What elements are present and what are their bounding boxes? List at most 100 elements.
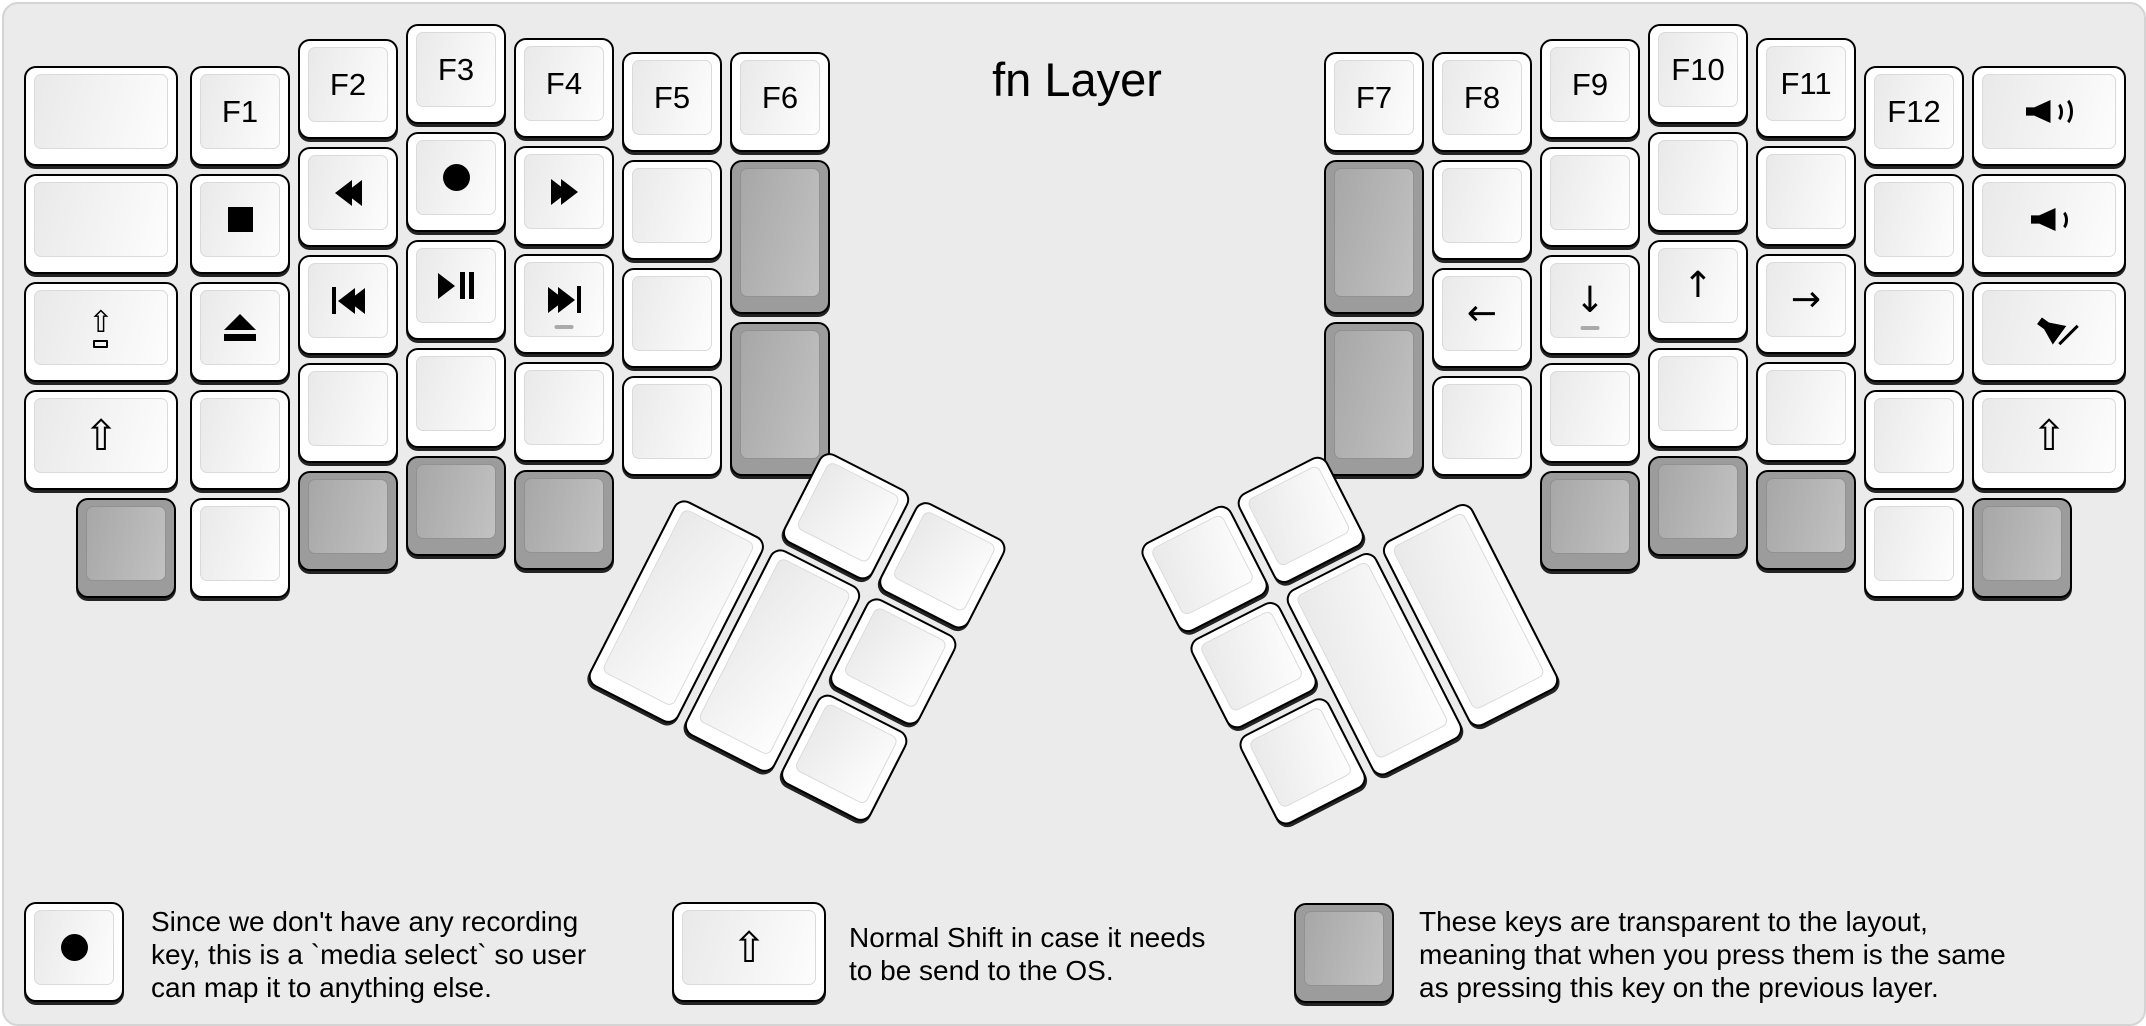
key-arrow-up[interactable]: ↑	[1648, 240, 1748, 340]
key-record[interactable]	[406, 132, 506, 232]
key-blank[interactable]	[1756, 470, 1856, 570]
key-blank[interactable]	[1864, 390, 1964, 490]
key-blank[interactable]	[24, 174, 178, 274]
key-blank[interactable]	[730, 322, 830, 476]
record-icon	[60, 934, 88, 961]
key-F7[interactable]: F7	[1324, 52, 1424, 152]
homing-bar	[1580, 326, 1600, 330]
key-blank[interactable]	[1648, 456, 1748, 556]
key-blank[interactable]	[514, 470, 614, 570]
key-blank[interactable]	[1756, 362, 1856, 462]
stop-icon	[227, 207, 253, 232]
key-blank[interactable]	[406, 456, 506, 556]
key-F8[interactable]: F8	[1432, 52, 1532, 152]
shift-icon: ⇧	[83, 410, 119, 460]
key-blank[interactable]	[1540, 471, 1640, 571]
key-blank[interactable]	[1432, 376, 1532, 476]
key-F3[interactable]: F3	[406, 24, 506, 124]
key-label: F1	[221, 93, 259, 129]
shift-icon: ⇧	[731, 922, 767, 972]
key-blank[interactable]	[1864, 174, 1964, 274]
key-F12[interactable]: F12	[1864, 66, 1964, 166]
vol-up-icon	[2025, 96, 2073, 127]
key-shift[interactable]: ⇧	[1972, 390, 2126, 490]
key-arrow-right[interactable]: →	[1756, 254, 1856, 354]
key-label: F11	[1780, 65, 1832, 101]
caps-lock-icon: ⇧	[88, 307, 114, 348]
arrow-up-icon: ↑	[1682, 264, 1714, 306]
arrow-down-icon: ↓	[1574, 279, 1606, 321]
key-blank[interactable]	[1864, 282, 1964, 382]
key-blank[interactable]	[1864, 498, 1964, 598]
key-label: F5	[653, 79, 691, 115]
key-label: F7	[1355, 79, 1393, 115]
fast-forward-icon	[550, 178, 578, 205]
key-arrow-down[interactable]: ↓	[1540, 255, 1640, 355]
key-vol-up[interactable]	[1972, 66, 2126, 166]
key-blank[interactable]	[406, 348, 506, 448]
key-mute[interactable]	[1972, 282, 2126, 382]
prev-track-icon	[331, 287, 365, 314]
key-blank[interactable]	[1756, 146, 1856, 246]
legend-text-normal-shift: Normal Shift in case it needs to be send…	[849, 922, 1206, 986]
key-F5[interactable]: F5	[622, 52, 722, 152]
legend-sample-key-record	[24, 902, 124, 1002]
key-blank[interactable]	[190, 390, 290, 490]
key-blank[interactable]	[1324, 160, 1424, 314]
legend-sample-key-shift: ⇧	[672, 902, 826, 1002]
key-play-pause[interactable]	[406, 240, 506, 340]
key-label: F6	[761, 79, 799, 115]
key-stop[interactable]	[190, 174, 290, 274]
play-pause-icon	[438, 272, 474, 299]
key-blank[interactable]	[76, 498, 176, 598]
rewind-icon	[334, 179, 362, 206]
key-F11[interactable]: F11	[1756, 38, 1856, 138]
key-label: F12	[1887, 93, 1941, 129]
key-next-track[interactable]	[514, 254, 614, 354]
key-blank[interactable]	[730, 160, 830, 314]
key-blank[interactable]	[1540, 363, 1640, 463]
key-blank[interactable]	[1648, 132, 1748, 232]
key-shift[interactable]: ⇧	[24, 390, 178, 490]
key-F6[interactable]: F6	[730, 52, 830, 152]
key-blank[interactable]	[622, 268, 722, 368]
key-label: F4	[545, 65, 583, 101]
key-blank[interactable]	[1432, 160, 1532, 260]
key-F4[interactable]: F4	[514, 38, 614, 138]
key-blank[interactable]	[190, 498, 290, 598]
key-blank[interactable]	[24, 66, 178, 166]
key-blank[interactable]	[622, 376, 722, 476]
key-label: F3	[437, 51, 475, 87]
legend-text-media-select: Since we don't have any recording key, t…	[151, 906, 587, 1003]
key-F10[interactable]: F10	[1648, 24, 1748, 124]
key-blank[interactable]	[1972, 498, 2072, 598]
key-blank[interactable]	[1324, 322, 1424, 476]
layer-title: fn Layer	[992, 53, 1162, 106]
vol-down-icon	[2030, 207, 2068, 232]
key-blank[interactable]	[622, 160, 722, 260]
key-blank[interactable]	[514, 362, 614, 462]
key-label: F8	[1463, 79, 1501, 115]
key-label: F10	[1671, 51, 1725, 87]
next-track-icon	[547, 286, 581, 313]
key-F1[interactable]: F1	[190, 66, 290, 166]
key-arrow-left[interactable]: ←	[1432, 268, 1532, 368]
key-blank[interactable]	[298, 471, 398, 571]
mute-icon	[2037, 316, 2079, 345]
key-F2[interactable]: F2	[298, 39, 398, 139]
shift-icon: ⇧	[2031, 410, 2067, 460]
key-blank[interactable]	[1648, 348, 1748, 448]
key-label: F9	[1571, 66, 1609, 102]
arrow-left-icon: ←	[1466, 292, 1498, 334]
key-rewind[interactable]	[298, 147, 398, 247]
key-vol-down[interactable]	[1972, 174, 2126, 274]
key-eject[interactable]	[190, 282, 290, 382]
key-blank[interactable]	[1540, 147, 1640, 247]
key-fast-forward[interactable]	[514, 146, 614, 246]
key-caps-lock[interactable]: ⇧	[24, 282, 178, 382]
key-prev-track[interactable]	[298, 255, 398, 355]
key-label: F2	[329, 66, 367, 102]
key-F9[interactable]: F9	[1540, 39, 1640, 139]
key-blank[interactable]	[298, 363, 398, 463]
